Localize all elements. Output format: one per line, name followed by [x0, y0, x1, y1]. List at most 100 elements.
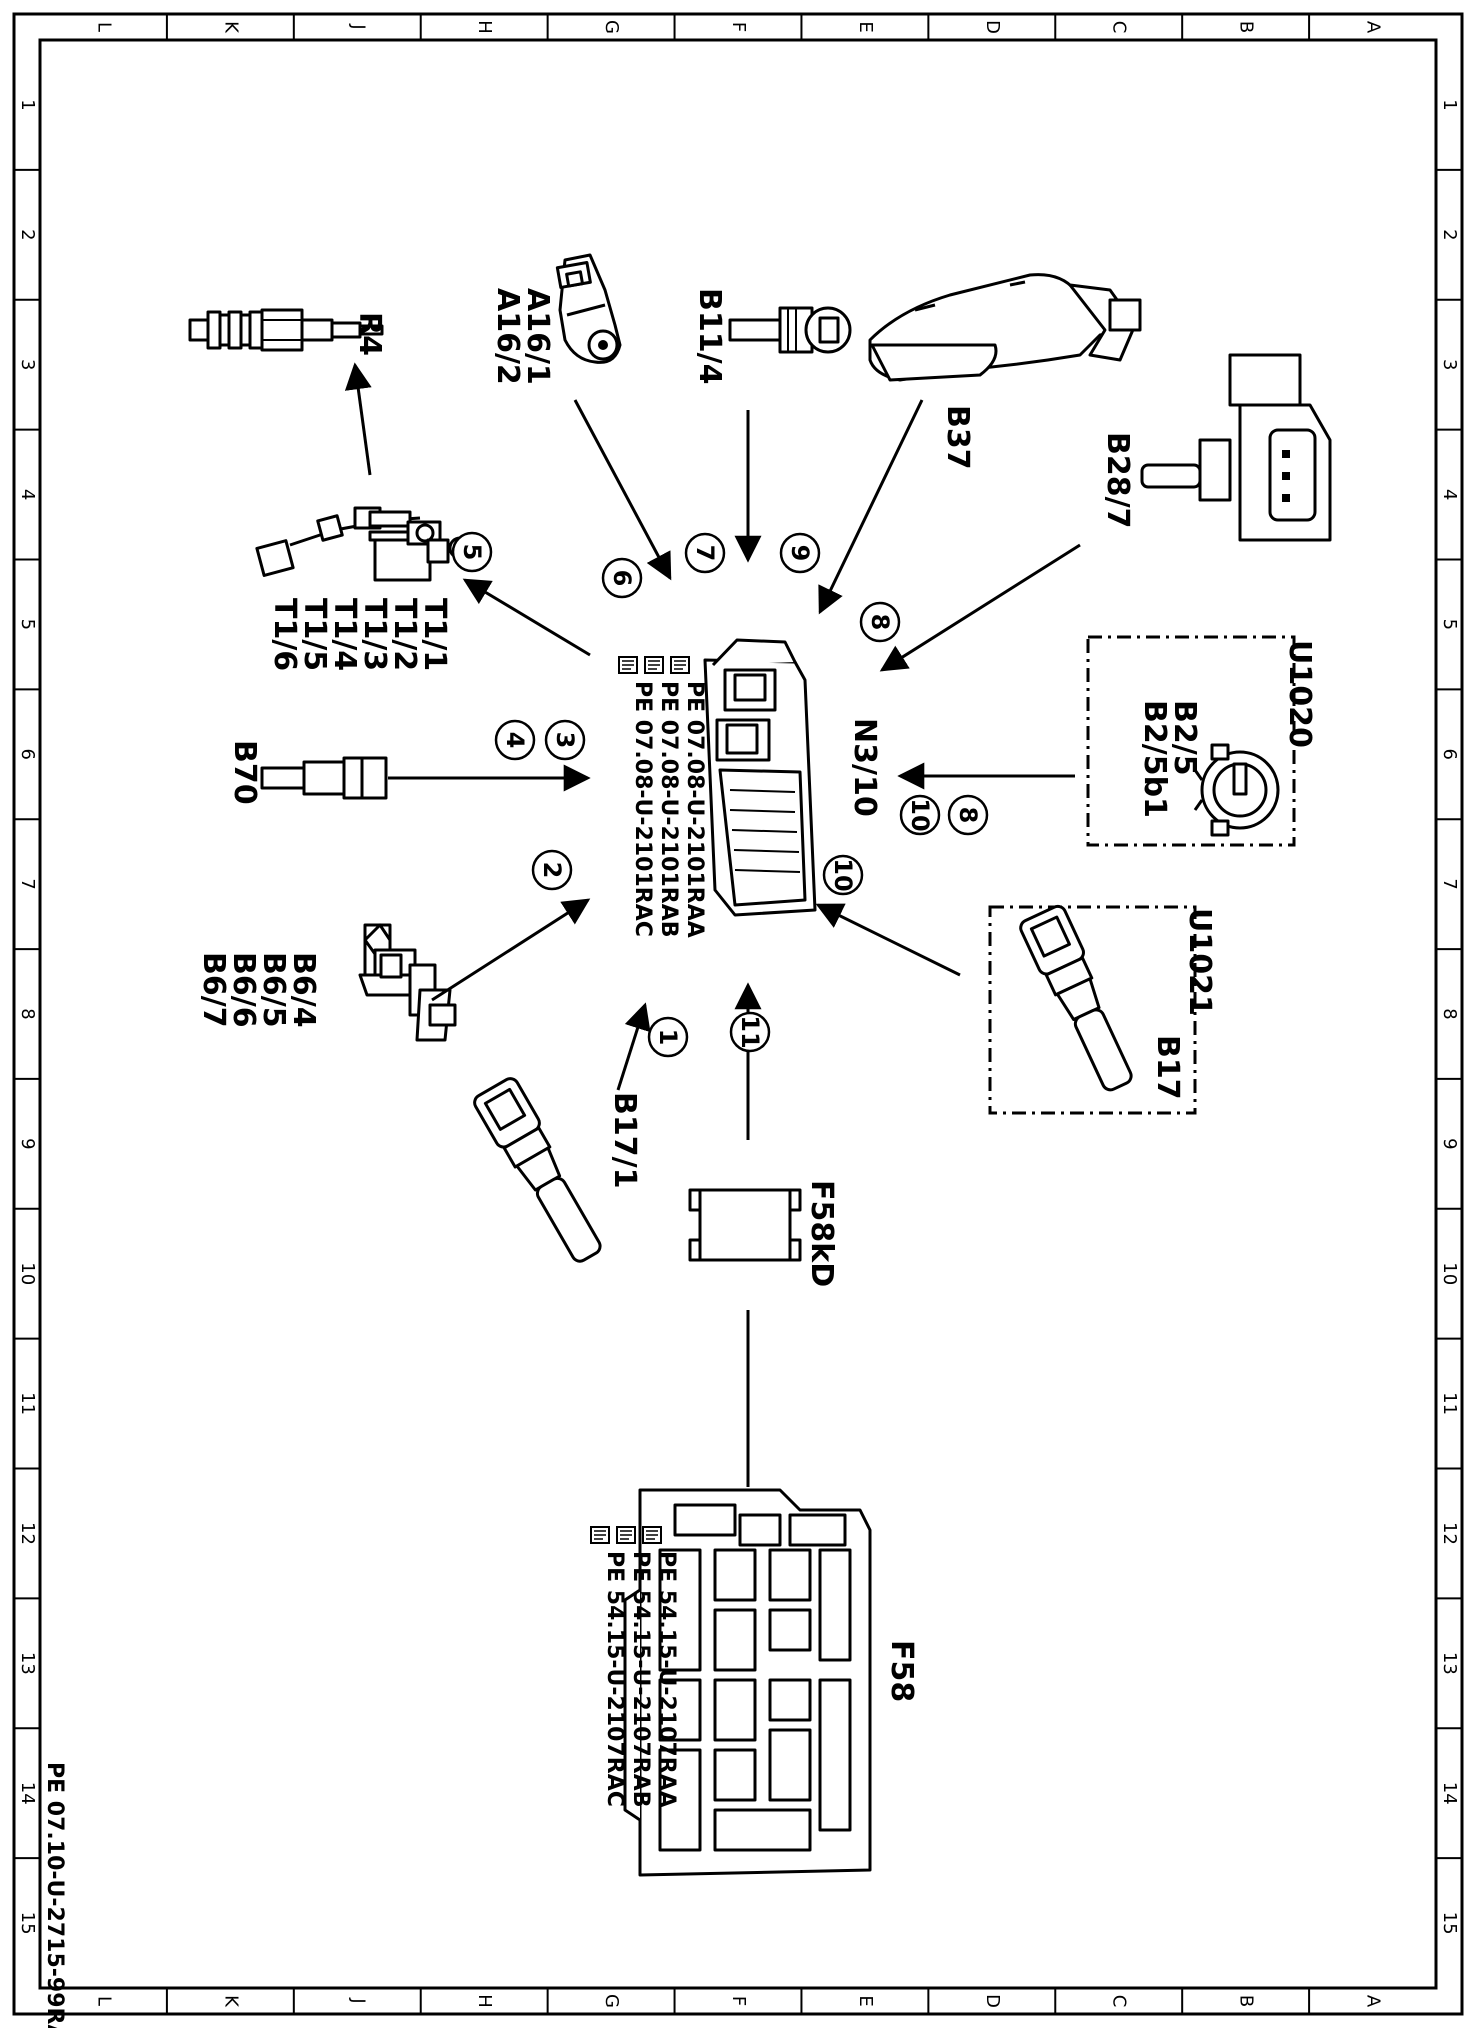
grid-row-label: 5 [1439, 619, 1460, 630]
callout-6: 6 [601, 557, 643, 599]
temp-sensor-b17-1-icon [473, 1077, 602, 1263]
grid-row-label: 8 [17, 1008, 38, 1019]
callout-7: 7 [684, 532, 726, 574]
svg-text:6: 6 [608, 570, 636, 587]
grid-column-label: B [1236, 21, 1257, 33]
label-u1020: U1020 [1282, 640, 1317, 748]
svg-text:10: 10 [906, 798, 934, 831]
grid-row-label: 15 [17, 1912, 38, 1935]
grid-column-label: L [93, 1996, 114, 2006]
label-t1: T1/2 [387, 598, 422, 671]
inner-frame [38, 38, 1438, 1990]
label-b37: B37 [940, 405, 975, 470]
label-b17: B17 [1150, 1035, 1185, 1100]
grid-row-label: 14 [1439, 1782, 1460, 1805]
grid-row-label: 1 [17, 99, 38, 110]
callout-extra-8: 8 [947, 794, 989, 836]
svg-text:10: 10 [829, 858, 857, 891]
crankshaft-sensor-b70-icon [260, 756, 388, 800]
grid-row-label: 12 [17, 1522, 38, 1545]
pressure-sensor-b28-7-icon [1140, 353, 1332, 542]
arrow-b6-to-n3 [431, 898, 591, 1002]
svg-text:4: 4 [501, 732, 529, 749]
arrow-b28-7-to-n3 [879, 543, 1081, 672]
grid-column-label: C [1109, 21, 1130, 34]
arrow-n3-to-t1 [462, 578, 591, 657]
coolant-temp-sensor-b11-4-icon [728, 306, 852, 354]
grid-row-label: 6 [17, 749, 38, 760]
grid-row-label: 7 [1439, 878, 1460, 889]
grid-row-label: 3 [1439, 359, 1460, 370]
ignition-coil-t1-icon [255, 506, 472, 582]
label-b11-4: B11/4 [692, 288, 727, 384]
grid-row-label: 9 [1439, 1138, 1460, 1149]
grid-row-label: 2 [1439, 229, 1460, 240]
svg-text:2: 2 [538, 862, 566, 879]
grid-row-label: 8 [1439, 1008, 1460, 1019]
grid-row-label: 11 [1439, 1392, 1460, 1415]
grid-row-label: 12 [1439, 1522, 1460, 1545]
callout-10: 10 [822, 854, 864, 896]
temp-sensor-b17-icon [1019, 904, 1133, 1092]
relay-f58kd-icon [688, 1188, 802, 1262]
label-t1: T1/3 [357, 598, 392, 671]
grid-row-label: 7 [17, 878, 38, 889]
label-t1: T1/6 [267, 598, 302, 671]
grid-row-label: 4 [17, 489, 38, 500]
label-b2: B2/5b1 [1137, 700, 1172, 818]
arrow-b37-to-n3 [818, 399, 924, 615]
grid-column-label: H [474, 20, 495, 34]
manual-reference-icon [590, 1526, 610, 1544]
manual-reference-icon [670, 656, 690, 674]
grid-column-label: B [1236, 1995, 1257, 2007]
label-b6: B6/7 [196, 952, 231, 1028]
grid-column-label: A [1363, 1995, 1384, 2008]
knock-sensor-a16-icon [555, 253, 622, 364]
manual-reference-icon [616, 1526, 636, 1544]
arrow-b17-1-to-n3 [616, 1002, 651, 1091]
fuse-relay-box-f58-icon [623, 1488, 872, 1877]
grid-row-label: 6 [1439, 749, 1460, 760]
callout-extra-10: 10 [899, 794, 941, 836]
grid-column-label: A [1363, 21, 1384, 34]
grid-column-label: J [347, 1997, 368, 2003]
arrow-a16-to-n3 [573, 399, 672, 581]
grid-column-label: F [728, 1996, 749, 2006]
label-b2: B2/5 [1167, 700, 1202, 776]
grid-row-label: 1 [1439, 99, 1460, 110]
spark-plug-r4-icon [188, 308, 384, 352]
grid-column-label: F [728, 22, 749, 32]
grid-tick-marks [14, 14, 1462, 2014]
grid-column-label: C [1109, 1995, 1130, 2008]
grid-column-label: D [982, 20, 1003, 34]
label-b28-7: B28/7 [1100, 432, 1135, 528]
label-t1: T1/1 [417, 598, 452, 671]
label-b6: B6/4 [286, 952, 321, 1028]
grid-column-label: G [601, 20, 622, 34]
callout-3: 3 [544, 719, 586, 761]
label-u1021: U1021 [1182, 908, 1217, 1016]
svg-text:3: 3 [551, 732, 579, 749]
label-b6: B6/6 [226, 952, 261, 1028]
callout-4: 4 [494, 719, 536, 761]
label-f58kd: F58kD [804, 1180, 839, 1287]
grid-row-label: 14 [17, 1782, 38, 1805]
engine-control-unit-n3-10-icon [703, 638, 817, 917]
callout-9: 9 [779, 532, 821, 574]
grid-column-label: H [474, 1994, 495, 2008]
label-b17-1: B17/1 [607, 1092, 642, 1188]
drawing-reference-number: PE 07.10-U-2715-99RAC [42, 1762, 67, 2028]
callout-2: 2 [531, 849, 573, 891]
grid-row-label: 10 [17, 1262, 38, 1285]
callout-5: 5 [451, 531, 493, 573]
svg-text:8: 8 [954, 807, 982, 824]
svg-text:11: 11 [736, 1015, 764, 1048]
u1020-variant-box [1086, 635, 1296, 847]
grid-row-label: 4 [1439, 489, 1460, 500]
grid-column-label: K [220, 21, 241, 34]
outer-frame [12, 12, 1464, 2016]
